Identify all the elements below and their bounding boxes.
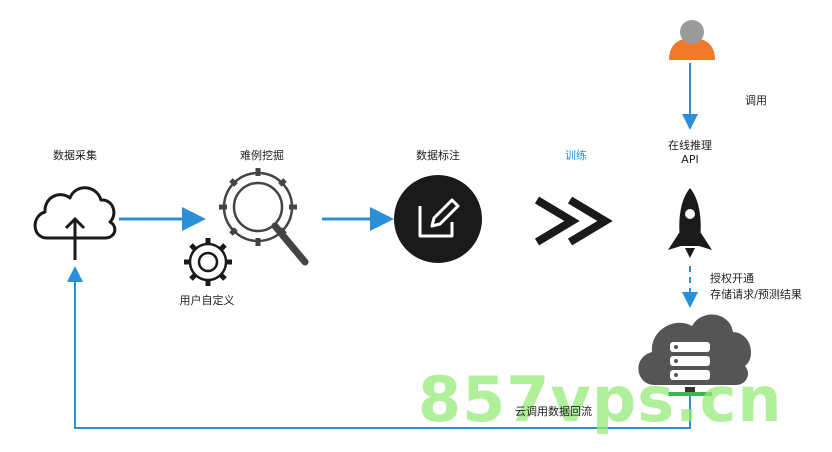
label-invoke: 调用 [745, 94, 767, 107]
label-cloud-data-return: 云调用数据回流 [515, 405, 592, 418]
label-api: API [681, 153, 699, 166]
label-storage-request: 存储请求/预测结果 [710, 288, 802, 301]
label-user-defined: 用户自定义 [179, 294, 235, 307]
rocket-icon [668, 188, 712, 258]
arrow-data-return [67, 266, 691, 429]
gear-search-icon [219, 168, 309, 266]
label-authorize: 授权开通 [710, 272, 754, 285]
label-online-inference: 在线推理 [668, 139, 712, 152]
label-hard-example-mining: 难例挖掘 [240, 149, 284, 162]
label-training: 训练 [565, 149, 587, 162]
user-icon [669, 20, 715, 60]
edit-icon [394, 175, 482, 263]
label-data-labeling: 数据标注 [416, 149, 460, 162]
gear-icon [184, 238, 232, 286]
label-data-collection: 数据采集 [53, 149, 97, 162]
cloud-server-icon [638, 314, 752, 396]
double-chevron-icon [534, 196, 613, 246]
cloud-upload-icon [33, 186, 117, 260]
watermark: 857vps.cn [418, 363, 783, 436]
